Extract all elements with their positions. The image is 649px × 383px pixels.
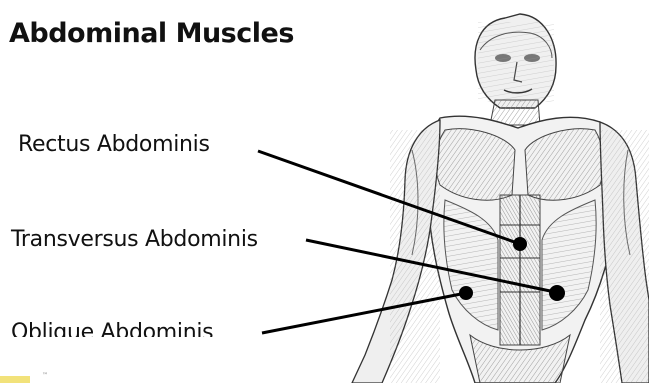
label-rectus-abdominis: Rectus Abdominis	[18, 132, 210, 157]
dot-oblique	[459, 286, 473, 300]
label-clip-mask	[0, 337, 330, 383]
head	[475, 14, 556, 108]
dot-transversus	[549, 285, 565, 301]
footer-accent-bar	[0, 376, 30, 383]
dot-rectus	[513, 237, 527, 251]
label-transversus-abdominis: Transversus Abdominis	[11, 227, 258, 252]
arm-right	[600, 122, 649, 383]
diagram-title: Abdominal Muscles	[9, 18, 294, 49]
trademark-mark: ™	[42, 372, 48, 379]
